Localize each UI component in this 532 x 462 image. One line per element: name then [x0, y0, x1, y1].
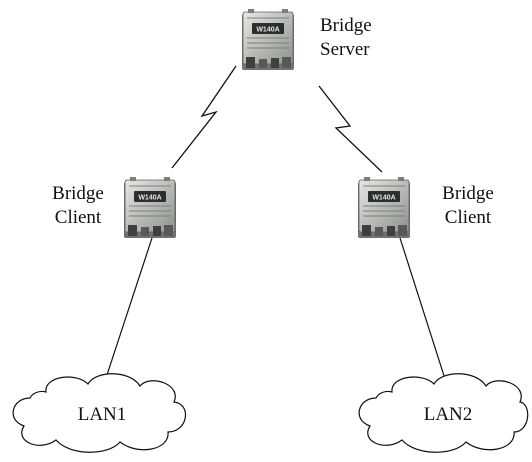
- device-badge-server: W140A: [256, 27, 279, 34]
- bridge-client-left-label-line1: Bridge: [52, 183, 104, 204]
- bridge-server-device: W140A: [241, 8, 295, 71]
- bridge-client-left-label-line2: Client: [54, 207, 102, 228]
- bridge-client-right-device: W140A: [357, 176, 411, 239]
- bridge-client-right-label-line2: Client: [444, 207, 492, 228]
- bridge-client-left-label: Bridge Client: [46, 182, 110, 230]
- bridge-client-right-label-line1: Bridge: [442, 183, 494, 204]
- wired-link-lan2: [399, 237, 447, 383]
- device-badge-client-left: W140A: [138, 195, 161, 202]
- lan1-cloud: [12, 373, 187, 453]
- bridge-server-label-line1: Bridge: [320, 15, 372, 36]
- lan1-label: LAN1: [77, 404, 127, 425]
- bridge-client-right-label: Bridge Client: [436, 182, 500, 230]
- wired-link-lan1: [103, 237, 153, 385]
- lan2-label: LAN2: [423, 404, 473, 425]
- lan2-cloud: [358, 373, 529, 453]
- wireless-link-left: [171, 65, 237, 169]
- wireless-link-right: [318, 85, 383, 173]
- bridge-server-label: Bridge Server: [320, 14, 372, 62]
- device-badge-client-right: W140A: [372, 195, 395, 202]
- bridge-server-label-line2: Server: [320, 39, 370, 60]
- bridge-client-left-device: W140A: [123, 176, 177, 239]
